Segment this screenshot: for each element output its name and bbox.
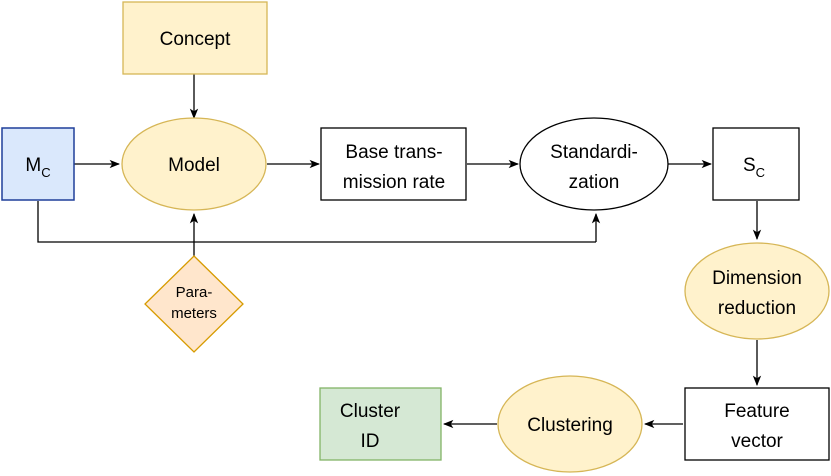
concept-label: Concept bbox=[160, 29, 231, 50]
dimension-reduction-label-line-2: reduction bbox=[718, 298, 796, 319]
cluster-id-node: Cluster ID bbox=[319, 387, 442, 461]
mc-border bbox=[1, 127, 75, 201]
dimension-reduction-ellipse bbox=[685, 243, 829, 339]
base-rate-box bbox=[321, 128, 466, 200]
mc-box bbox=[2, 128, 74, 200]
model-border bbox=[121, 117, 267, 211]
dimension-reduction-label-line-1: Dimension bbox=[712, 268, 802, 289]
base-rate-label-line-1: Base trans- bbox=[345, 142, 442, 163]
clustering-node: Clustering bbox=[497, 375, 643, 473]
clustering-ellipse bbox=[498, 376, 642, 472]
concept-border bbox=[122, 1, 268, 75]
parameters-diamond bbox=[145, 256, 243, 352]
mc-label: MC bbox=[25, 155, 50, 180]
feature-vector-label-line-2: vector bbox=[731, 431, 783, 452]
sc-label: SC bbox=[743, 155, 765, 180]
concept-node: Concept bbox=[122, 1, 268, 75]
sc-label-main: S bbox=[743, 155, 756, 176]
parameters-label-line-2: meters bbox=[171, 305, 217, 322]
dimension-reduction-node: Dimension reduction bbox=[684, 242, 830, 340]
edge-mc-to-standardization-line bbox=[37, 201, 596, 243]
cluster-id-box bbox=[320, 388, 441, 460]
clustering-border bbox=[497, 375, 643, 473]
base-rate-node: Base trans- mission rate bbox=[320, 127, 467, 201]
standardization-label-line-1: Standardi- bbox=[550, 142, 638, 163]
cluster-id-label-line-2: ID bbox=[361, 431, 380, 452]
model-ellipse bbox=[122, 118, 266, 210]
base-rate-label-line-2: mission rate bbox=[343, 172, 445, 193]
cluster-id-label-line-1: Cluster bbox=[340, 401, 401, 422]
cluster-id-border bbox=[319, 387, 442, 461]
sc-box bbox=[713, 128, 799, 200]
mc-label-subscript: C bbox=[41, 165, 50, 180]
edges bbox=[37, 74, 762, 429]
sc-label-subscript: C bbox=[756, 165, 765, 180]
model-node: Model bbox=[121, 117, 267, 211]
standardization-node: Standardi- zation bbox=[519, 117, 669, 211]
standardization-ellipse bbox=[520, 118, 668, 210]
model-label: Model bbox=[168, 155, 220, 176]
dimension-reduction-border bbox=[684, 242, 830, 340]
parameters-node: Para- meters bbox=[144, 255, 244, 353]
clustering-label: Clustering bbox=[527, 415, 613, 436]
feature-vector-border bbox=[684, 387, 830, 461]
mc-label-main: M bbox=[25, 155, 41, 176]
concept-box bbox=[123, 2, 267, 74]
standardization-label-line-2: zation bbox=[569, 172, 620, 193]
mc-node: MC bbox=[1, 127, 75, 201]
parameters-label-line-1: Para- bbox=[176, 284, 213, 301]
standardization-border bbox=[519, 117, 669, 211]
feature-vector-label-line-1: Feature bbox=[724, 401, 789, 422]
sc-node: SC bbox=[712, 127, 800, 201]
base-rate-border bbox=[320, 127, 467, 201]
parameters-border bbox=[144, 255, 244, 353]
feature-vector-node: Feature vector bbox=[684, 387, 830, 461]
sc-border bbox=[712, 127, 800, 201]
feature-vector-box bbox=[685, 388, 829, 460]
